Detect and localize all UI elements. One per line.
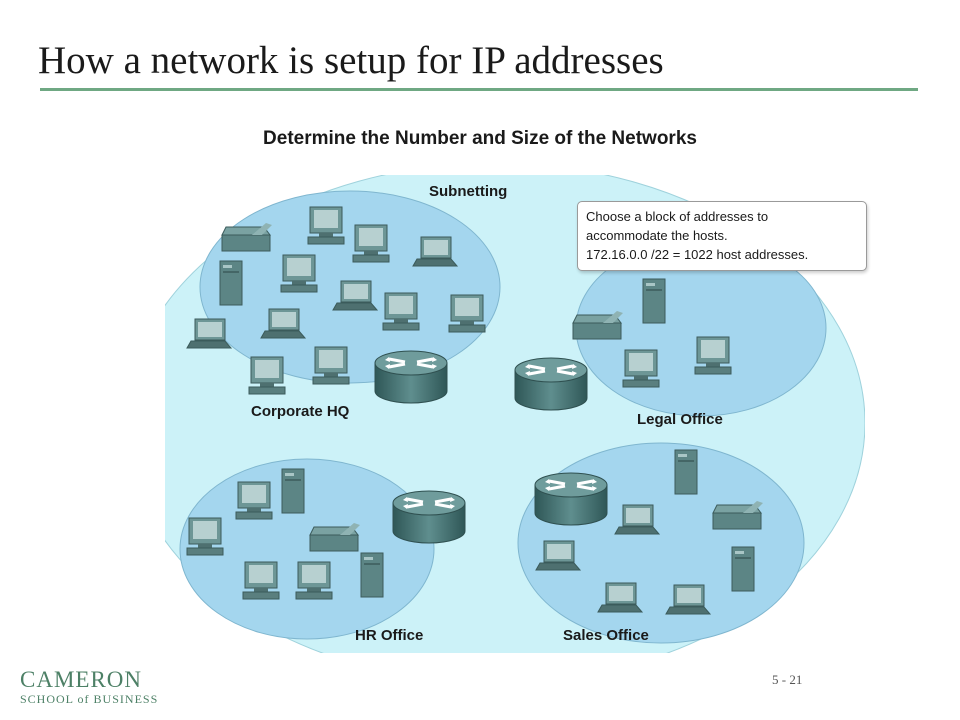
school-logo: CAMERON SCHOOL of BUSINESS (20, 667, 159, 707)
subnet-label-corporate-hq: Corporate HQ (251, 403, 350, 420)
network-diagram-svg (165, 175, 865, 653)
router-sales-office (533, 471, 609, 527)
subnet-label-hr-office: HR Office (355, 627, 424, 644)
network-label: Subnetting (429, 183, 508, 200)
router-hr-office (391, 489, 467, 545)
callout-line-1: Choose a block of addresses to (586, 209, 769, 224)
diagram-title: Determine the Number and Size of the Net… (263, 128, 697, 149)
callout-line-2: accommodate the hosts. (586, 228, 728, 243)
router-corporate-hq (373, 349, 449, 405)
slide-title: How a network is setup for IP addresses (38, 39, 664, 82)
router-core (513, 356, 589, 412)
title-divider (40, 88, 918, 91)
subnet-label-legal-office: Legal Office (637, 411, 723, 428)
callout-line-3: 172.16.0.0 /22 = 1022 host addresses. (586, 247, 809, 262)
logo-name: CAMERON (20, 667, 143, 692)
network-diagram: Subnetting Choose a block of addresses t… (165, 175, 867, 653)
logo-school: SCHOOL of BUSINESS (20, 692, 159, 706)
subnet-label-sales-office: Sales Office (563, 627, 649, 644)
page-number: 5 - 21 (772, 672, 803, 687)
address-callout: Choose a block of addresses to accommoda… (577, 201, 867, 271)
